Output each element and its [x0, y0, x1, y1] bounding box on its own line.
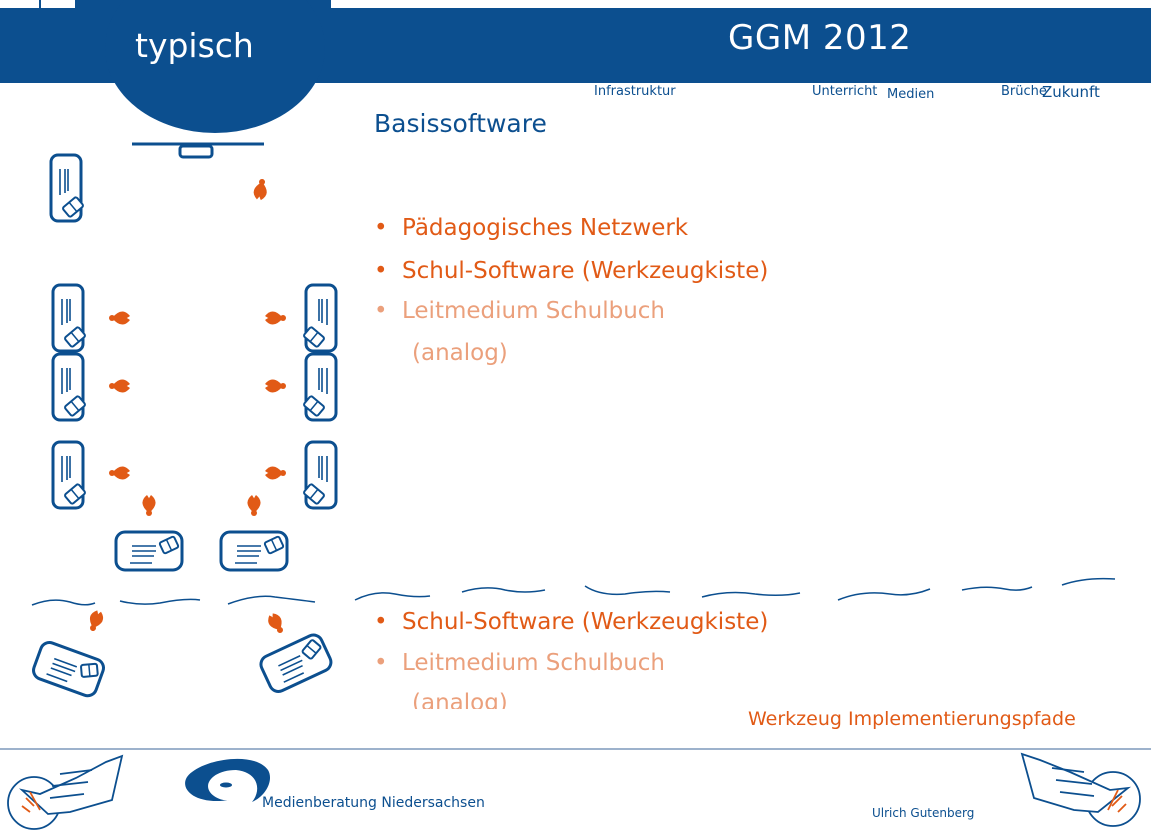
bullet-continuation: (analog): [412, 340, 508, 366]
chair-icon: [109, 379, 130, 393]
chair-icon: [109, 466, 130, 480]
nav-unterricht[interactable]: Unterricht: [812, 84, 878, 99]
hand-with-tablet-icon: [7, 754, 124, 830]
student-desk-icon: [51, 352, 88, 422]
student-desk-icon: [51, 283, 88, 353]
chair-icon: [247, 495, 261, 516]
chair-icon: [265, 611, 288, 636]
student-desk-icon: [114, 530, 184, 572]
lower-bullets-clip: •Schul-Software (Werkzeugkiste) •Leitmed…: [360, 605, 880, 709]
student-desk-icon: [219, 530, 289, 572]
hand-with-tablet-icon: [1020, 752, 1141, 827]
student-desk-icon: [256, 630, 336, 696]
student-desk-icon: [51, 440, 88, 510]
bullet-item: •Pädagogisches Netzwerk: [374, 215, 689, 241]
student-desk-icon: [301, 352, 338, 422]
chair-icon: [265, 379, 286, 393]
nav-zukunft[interactable]: Zukunft: [1042, 83, 1100, 101]
chair-icon: [265, 311, 286, 325]
slide-title: Basissoftware: [374, 109, 547, 138]
bullet-item: •Leitmedium Schulbuch: [374, 650, 665, 676]
student-desk-icon: [301, 283, 338, 353]
nav-infrastruktur[interactable]: Infrastruktur: [594, 84, 676, 99]
chair-icon: [252, 177, 269, 201]
bullet-continuation: (analog): [412, 690, 508, 709]
teacher-board-icon: [132, 142, 264, 159]
nav-medien[interactable]: Medien: [887, 87, 935, 102]
student-desk-icon: [301, 440, 338, 510]
student-desk-icon: [49, 153, 86, 223]
chair-icon: [142, 495, 156, 516]
tool-link[interactable]: Werkzeug Implementierungspfade: [748, 708, 1076, 730]
bullet-item: •Schul-Software (Werkzeugkiste): [374, 609, 769, 635]
nav-brueche[interactable]: Brüche: [1001, 84, 1047, 99]
student-desk-icon: [29, 638, 108, 700]
footer-author: Ulrich Gutenberg: [872, 806, 975, 820]
chair-icon: [85, 608, 106, 634]
chair-icon: [109, 311, 130, 325]
header-left-title: typisch: [135, 26, 254, 65]
wave-separator: [31, 577, 1116, 606]
chair-icon: [265, 466, 286, 480]
medienberatung-logo-icon: [185, 758, 271, 802]
footer-divider: [0, 748, 1151, 750]
footer-organization: Medienberatung Niedersachsen: [262, 795, 485, 811]
bullet-item: •Schul-Software (Werkzeugkiste): [374, 258, 769, 284]
bullet-item: •Leitmedium Schulbuch: [374, 298, 665, 324]
header-right-title: GGM 2012: [728, 18, 912, 58]
